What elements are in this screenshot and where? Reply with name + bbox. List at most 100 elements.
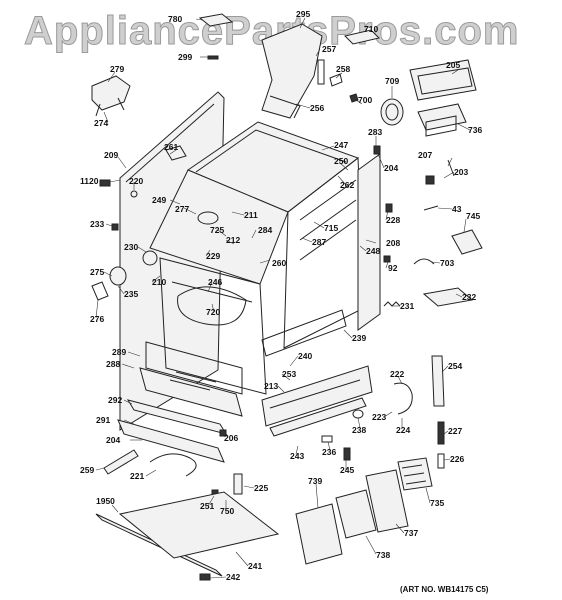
- label-245: 245: [340, 465, 354, 475]
- label-250: 250: [334, 156, 348, 166]
- label-229: 229: [206, 251, 220, 261]
- label-204b: 204: [106, 435, 120, 445]
- label-213: 213: [264, 381, 278, 391]
- label-258: 258: [336, 64, 350, 74]
- label-291: 291: [96, 415, 110, 425]
- label-710: 710: [364, 24, 378, 34]
- label-204a: 204: [384, 163, 398, 173]
- part-232: [422, 287, 474, 307]
- label-43: 43: [452, 204, 462, 214]
- label-242: 242: [226, 572, 240, 582]
- part-737: [365, 469, 409, 533]
- label-232: 232: [462, 292, 476, 302]
- part-720-element: [177, 286, 247, 326]
- part-745: [451, 229, 483, 255]
- label-205: 205: [446, 60, 460, 70]
- label-750: 750: [220, 506, 234, 516]
- label-745: 745: [466, 211, 480, 221]
- label-211: 211: [244, 210, 258, 220]
- watermark: AppliancePartsPros.com: [24, 9, 520, 53]
- part-258: [329, 73, 343, 87]
- label-279: 279: [110, 64, 124, 74]
- label-222: 222: [390, 369, 404, 379]
- label-299: 299: [178, 52, 192, 62]
- label-256: 256: [310, 103, 324, 113]
- part-259: [103, 449, 139, 475]
- part-739: [295, 503, 343, 565]
- label-236: 236: [322, 447, 336, 457]
- label-274: 274: [94, 118, 108, 128]
- part-291: [117, 419, 225, 463]
- part-243: [269, 397, 367, 437]
- part-709: [380, 98, 404, 126]
- part-205: [409, 59, 477, 101]
- part-275: [109, 266, 127, 286]
- label-208: 208: [386, 238, 400, 248]
- label-289: 289: [112, 347, 126, 357]
- label-277: 277: [175, 204, 189, 214]
- label-220: 220: [129, 176, 143, 186]
- label-735: 735: [430, 498, 444, 508]
- label-239: 239: [352, 333, 366, 343]
- part-208: [357, 153, 381, 331]
- part-drawings: [91, 13, 483, 581]
- art-number: (ART NO. WB14175 C5): [400, 585, 489, 594]
- label-276: 276: [90, 314, 104, 324]
- part-labels: 780 295 710 299 257 258 205 279 709 700 …: [80, 9, 482, 582]
- label-228: 228: [386, 215, 400, 225]
- label-251: 251: [200, 501, 214, 511]
- label-725: 725: [210, 225, 224, 235]
- label-230: 230: [124, 242, 138, 252]
- part-227: [437, 421, 445, 445]
- label-739: 739: [308, 476, 322, 486]
- label-736: 736: [468, 125, 482, 135]
- label-235: 235: [124, 289, 138, 299]
- label-207: 207: [418, 150, 432, 160]
- label-295: 295: [296, 9, 310, 19]
- label-227: 227: [448, 426, 462, 436]
- oven-cavity: [159, 257, 267, 395]
- label-737: 737: [404, 528, 418, 538]
- label-257: 257: [322, 44, 336, 54]
- label-248: 248: [366, 246, 380, 256]
- part-736: [417, 103, 467, 131]
- label-241: 241: [248, 561, 262, 571]
- part-241: [118, 491, 280, 559]
- part-299: [207, 55, 219, 60]
- label-249: 249: [152, 195, 166, 205]
- part-240: [261, 365, 373, 427]
- label-738: 738: [376, 550, 390, 560]
- part-738: [335, 489, 377, 539]
- label-287: 287: [312, 237, 326, 247]
- label-261: 261: [164, 142, 178, 152]
- label-715: 715: [324, 223, 338, 233]
- label-212: 212: [226, 235, 240, 245]
- part-279: [91, 75, 131, 111]
- label-238: 238: [352, 425, 366, 435]
- label-253: 253: [282, 369, 296, 379]
- leader-lines: [95, 17, 471, 579]
- label-203: 203: [454, 167, 468, 177]
- label-233: 233: [90, 219, 104, 229]
- label-209: 209: [104, 150, 118, 160]
- label-275: 275: [90, 267, 104, 277]
- label-700: 700: [358, 95, 372, 105]
- part-710: [344, 29, 380, 45]
- label-246: 246: [208, 277, 222, 287]
- label-780: 780: [168, 14, 182, 24]
- label-284: 284: [258, 225, 272, 235]
- label-210: 210: [152, 277, 166, 287]
- part-261: [165, 145, 187, 161]
- label-259: 259: [80, 465, 94, 475]
- label-92: 92: [388, 263, 398, 273]
- label-226: 226: [450, 454, 464, 464]
- label-703: 703: [440, 258, 454, 268]
- label-1120: 1120: [80, 176, 99, 186]
- label-243: 243: [290, 451, 304, 461]
- label-225: 225: [254, 483, 268, 493]
- label-709: 709: [385, 76, 399, 86]
- part-780: [198, 13, 234, 27]
- label-288: 288: [106, 359, 120, 369]
- part-295-duct: [261, 23, 323, 119]
